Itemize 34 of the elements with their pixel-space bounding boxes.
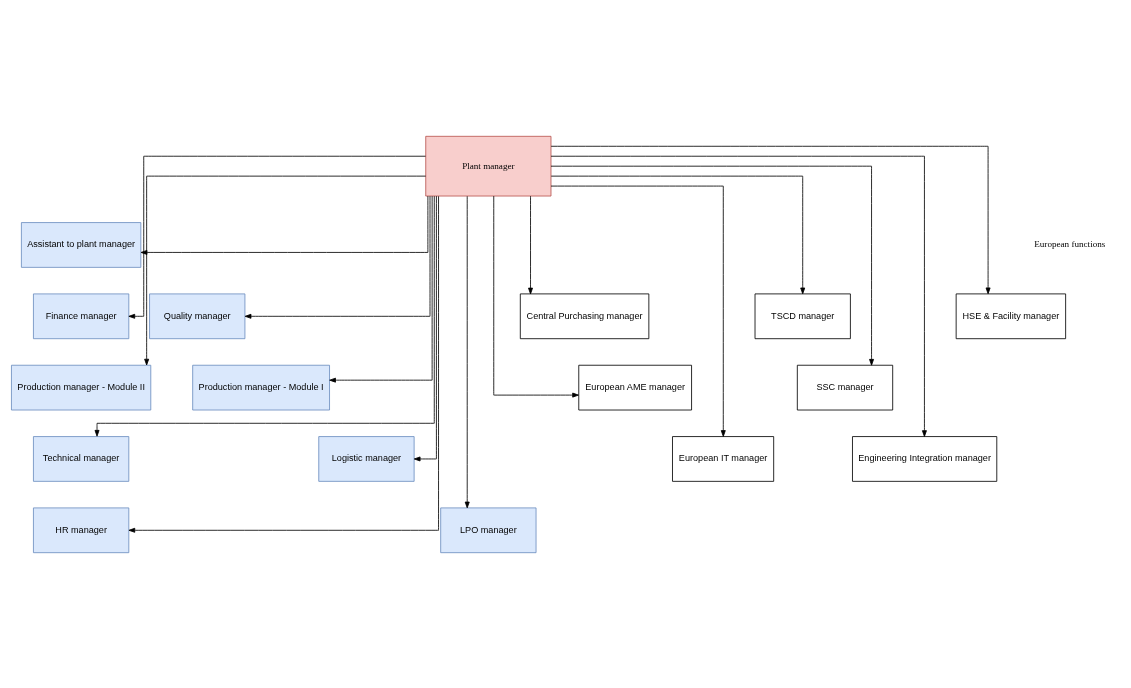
node-box: Plant manager	[425, 135, 552, 196]
arrow	[413, 195, 437, 461]
node-box: HR manager	[33, 506, 130, 553]
node-box: Production manager - Module I	[192, 364, 330, 410]
arrow	[244, 195, 431, 319]
arrow	[144, 175, 427, 365]
arrow	[128, 195, 439, 533]
arrow	[528, 195, 533, 294]
node-box: Production manager - Module II	[11, 364, 152, 410]
arrow	[493, 195, 579, 398]
arrow	[128, 155, 426, 319]
node-box: LPO manager	[440, 506, 537, 553]
node-box: Central Purchasing manager	[519, 293, 650, 339]
node-box: Quality manager	[149, 293, 246, 339]
node-box: HSE & Facility manager	[955, 293, 1067, 339]
node-box: European AME manager	[578, 364, 692, 410]
arrow	[94, 195, 435, 437]
arrow	[329, 195, 433, 383]
arrow	[140, 195, 429, 255]
arrow	[550, 185, 726, 437]
node-box: European IT manager	[672, 435, 775, 482]
node-box: Finance manager	[33, 293, 130, 339]
node-box: Logistic manager	[318, 435, 415, 482]
arrow	[550, 145, 991, 294]
node-box: Engineering Integration manager	[852, 435, 998, 482]
node-box: Technical manager	[33, 435, 130, 482]
node-box: SSC manager	[796, 364, 894, 410]
node-box: TSCD manager	[754, 293, 851, 339]
node-box: Assistant to plant manager	[21, 221, 142, 268]
arrow	[550, 175, 806, 294]
label: European functions	[1034, 238, 1106, 249]
arrow	[550, 165, 874, 366]
arrow	[464, 195, 470, 508]
arrow	[550, 155, 927, 437]
